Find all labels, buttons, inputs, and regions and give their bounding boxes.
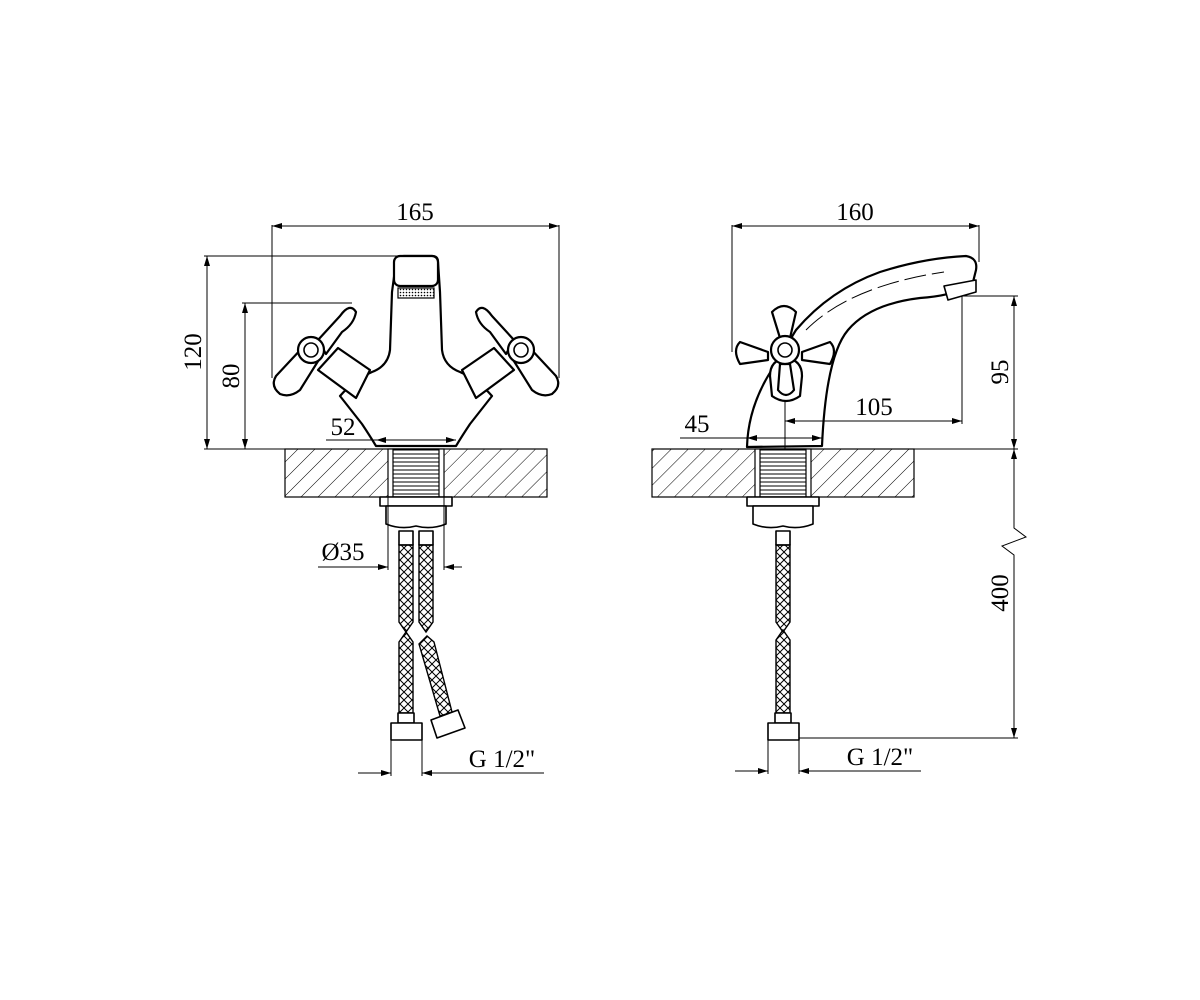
- side-view: 160 95 105 45 400 G 1/2": [651, 199, 1028, 774]
- side-base-dimension: 45: [685, 411, 710, 438]
- front-hole-diameter-dimension: Ø35: [321, 539, 364, 566]
- front-right-cross-handle[interactable]: [474, 306, 560, 397]
- front-hose-right-lower: [418, 635, 453, 717]
- front-hose-right-nut: [430, 709, 466, 739]
- side-cross-handle[interactable]: [734, 304, 836, 397]
- side-connection-dimension: G 1/2": [847, 744, 913, 771]
- front-connection-dimension: G 1/2": [469, 746, 535, 773]
- side-spout-height-dimension: 95: [987, 360, 1014, 385]
- front-left-cross-handle[interactable]: [272, 306, 358, 397]
- side-spout-tip: [943, 279, 977, 301]
- front-hose-right-upper: [418, 544, 434, 634]
- side-depth-dimension: 160: [836, 199, 874, 226]
- side-lock-nut: [752, 505, 814, 529]
- front-aerator: [397, 287, 435, 299]
- side-hose-fitting: [775, 530, 791, 546]
- front-handle-height-dimension: 80: [218, 364, 245, 389]
- front-hose-right-fitting: [418, 530, 434, 546]
- front-height-dimension: 120: [180, 333, 207, 371]
- front-hose-left-crimp: [397, 712, 415, 724]
- front-base-dimension: 52: [331, 414, 356, 441]
- side-washer: [746, 496, 820, 507]
- side-hose-upper: [775, 544, 791, 634]
- front-hose-left-lower: [398, 630, 414, 714]
- side-threaded-shank: [759, 448, 807, 498]
- side-hose-crimp: [774, 712, 792, 724]
- front-hose-left-nut: [390, 722, 423, 741]
- front-width-dimension: 165: [396, 199, 434, 226]
- front-hose-left-fitting: [398, 530, 414, 546]
- side-hose-nut: [767, 722, 800, 741]
- side-hose-length-dimension: 400: [987, 574, 1014, 612]
- side-spout-highlight: [805, 271, 945, 331]
- front-washer: [379, 496, 453, 507]
- side-faucet-body: [745, 254, 978, 449]
- front-left-cartridge: [316, 346, 372, 400]
- front-lock-nut: [385, 505, 447, 529]
- front-spout-cap: [392, 254, 440, 288]
- front-threaded-shank: [392, 448, 440, 498]
- front-view: 165 120 80 52 Ø35 G 1/2": [180, 199, 560, 776]
- front-hose-left-upper: [398, 544, 414, 634]
- side-reach-dimension: 105: [855, 394, 893, 421]
- front-right-cartridge: [460, 346, 516, 400]
- side-hose-lower: [775, 628, 791, 714]
